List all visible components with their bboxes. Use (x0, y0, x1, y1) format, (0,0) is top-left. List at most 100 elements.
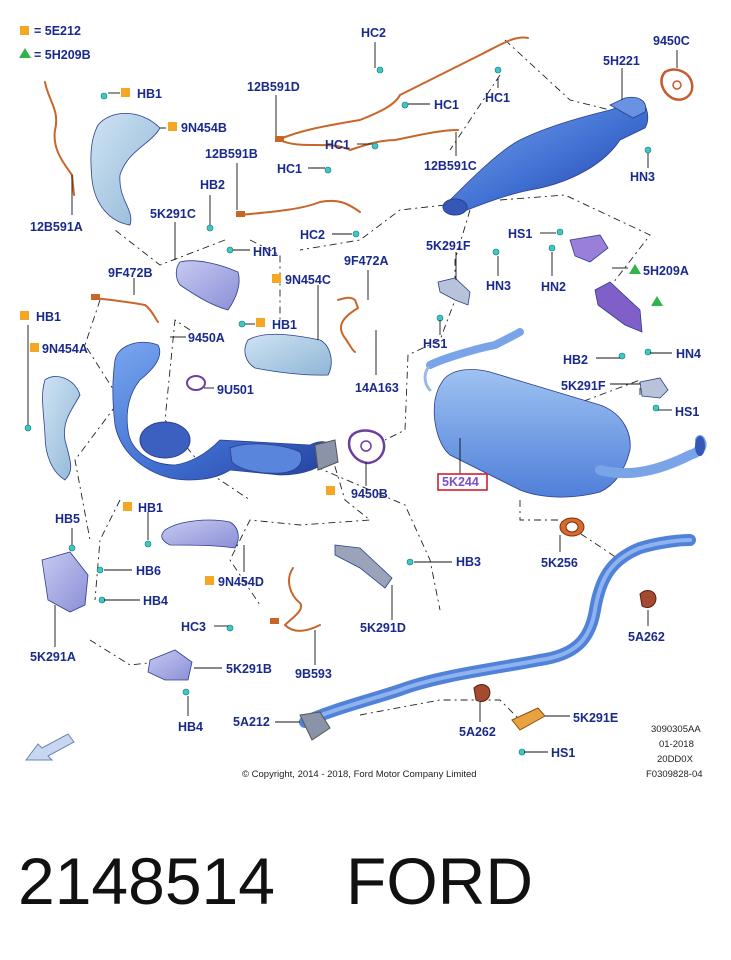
label-hc1-c: HC1 (277, 162, 302, 176)
square-marker-icon (168, 122, 177, 131)
leader-lines (27, 42, 678, 753)
meta-date: 01-2018 (659, 739, 694, 750)
label-9450C: 9450C (653, 34, 690, 48)
clip-icon (96, 566, 104, 574)
clip-icon (100, 92, 108, 100)
clip-icon (644, 146, 652, 154)
clip-icon (206, 224, 214, 232)
clip-icon (644, 348, 652, 356)
label-hc2-top: HC2 (361, 26, 386, 40)
fastener-clips (24, 66, 660, 756)
label-9N454A: 9N454A (42, 342, 88, 356)
clip-icon (226, 246, 234, 254)
brand-name: FORD (346, 844, 533, 918)
clip-icon (406, 558, 414, 566)
label-hb5: HB5 (55, 512, 80, 526)
label-12B591C: 12B591C (424, 159, 477, 173)
connector-plug-icon (275, 136, 284, 142)
square-marker-icon (30, 343, 39, 352)
label-9N454B: 9N454B (181, 121, 227, 135)
highlight-box-5K244 (437, 473, 488, 491)
label-9U501: 9U501 (217, 383, 254, 397)
label-hb2-a: HB2 (200, 178, 225, 192)
label-hn3-a: HN3 (630, 170, 655, 184)
label-5K291A: 5K291A (30, 650, 76, 664)
label-5H221: 5H221 (603, 54, 640, 68)
label-hn3-b: HN3 (486, 279, 511, 293)
label-hn1: HN1 (253, 245, 278, 259)
bracket-5K291D (334, 544, 393, 589)
label-hs1-d: HS1 (551, 746, 575, 760)
copyright-text: © Copyright, 2014 - 2018, Ford Motor Com… (242, 769, 477, 780)
label-5K291C: 5K291C (150, 207, 196, 221)
legend-triangle-text: = 5H209B (34, 48, 91, 62)
callout-labels: HC2 HC1 9450C 5H221 HB1 12B591D HC1 9N45… (30, 26, 701, 760)
bracket-5K291F-upper (437, 277, 471, 306)
clip-icon (238, 320, 246, 328)
label-9450A: 9450A (188, 331, 225, 345)
label-5K244: 5K244 (442, 475, 479, 489)
label-5K291D: 5K291D (360, 621, 406, 635)
legend-square-marker-icon (20, 26, 29, 35)
heat-shield-9N454A (42, 376, 81, 481)
gasket-9U501 (186, 375, 206, 391)
label-5K291E: 5K291E (573, 711, 618, 725)
label-hc2-b: HC2 (300, 228, 325, 242)
meta-code3: F0309828-04 (646, 769, 703, 780)
label-9F472B: 9F472B (108, 266, 152, 280)
label-hc1-top: HC1 (485, 91, 510, 105)
clip-icon (556, 228, 564, 236)
sensor-wires (44, 36, 529, 632)
label-hs1-b: HS1 (423, 337, 447, 351)
intermediate-pipe-5A212 (299, 534, 696, 741)
label-hb3: HB3 (456, 555, 481, 569)
label-hs1-c: HS1 (675, 405, 699, 419)
footer: 2148514 FORD (18, 844, 533, 918)
legend-square-text: = 5E212 (34, 24, 81, 38)
square-marker-icon (123, 502, 132, 511)
label-14A163: 14A163 (355, 381, 399, 395)
label-5K291F-b: 5K291F (561, 379, 606, 393)
connector-plug-icon (270, 618, 279, 624)
part-number: 2148514 (18, 844, 275, 918)
label-hn4: HN4 (676, 347, 701, 361)
gasket-9450B (347, 429, 386, 465)
label-hs1-a: HS1 (508, 227, 532, 241)
clip-icon (548, 244, 556, 252)
assembly-dashed-lines (74, 39, 651, 721)
square-marker-icon (121, 88, 130, 97)
label-12B591B: 12B591B (205, 147, 258, 161)
label-hb1-a: HB1 (137, 87, 162, 101)
connector-plugs (91, 136, 284, 624)
bracket-5K291A (41, 551, 89, 613)
label-hb1-d: HB1 (138, 501, 163, 515)
label-5H209A: 5H209A (643, 264, 689, 278)
clip-icon (226, 624, 234, 632)
label-12B591A: 12B591A (30, 220, 83, 234)
triangle-marker-icon (651, 296, 663, 306)
square-marker-icon (20, 311, 29, 320)
clip-icon (376, 66, 384, 74)
clip-icon (618, 352, 626, 360)
label-hb4-b: HB4 (178, 720, 203, 734)
catalytic-converter-front (442, 96, 649, 216)
bracket-5H209A (569, 234, 643, 333)
label-hb4-a: HB4 (143, 594, 168, 608)
label-hb1-b: HB1 (36, 310, 61, 324)
clip-icon (324, 166, 332, 174)
label-5A212: 5A212 (233, 715, 270, 729)
triangle-marker-icon (629, 264, 641, 274)
label-hn2: HN2 (541, 280, 566, 294)
label-hb2-b: HB2 (563, 353, 588, 367)
label-9F472A: 9F472A (344, 254, 388, 268)
clip-icon (352, 230, 360, 238)
rear-muffler-5K244 (423, 328, 707, 498)
bracket-5K291F-lower (639, 377, 669, 399)
insulator-5A262 (473, 590, 657, 703)
flange-gasket-9450C (660, 68, 694, 101)
heat-shield-5K291C (175, 260, 240, 311)
label-5K291F-a: 5K291F (426, 239, 471, 253)
square-marker-icon (326, 486, 335, 495)
clip-icon (144, 540, 152, 548)
manifold-catalyst-assembly (112, 341, 339, 481)
